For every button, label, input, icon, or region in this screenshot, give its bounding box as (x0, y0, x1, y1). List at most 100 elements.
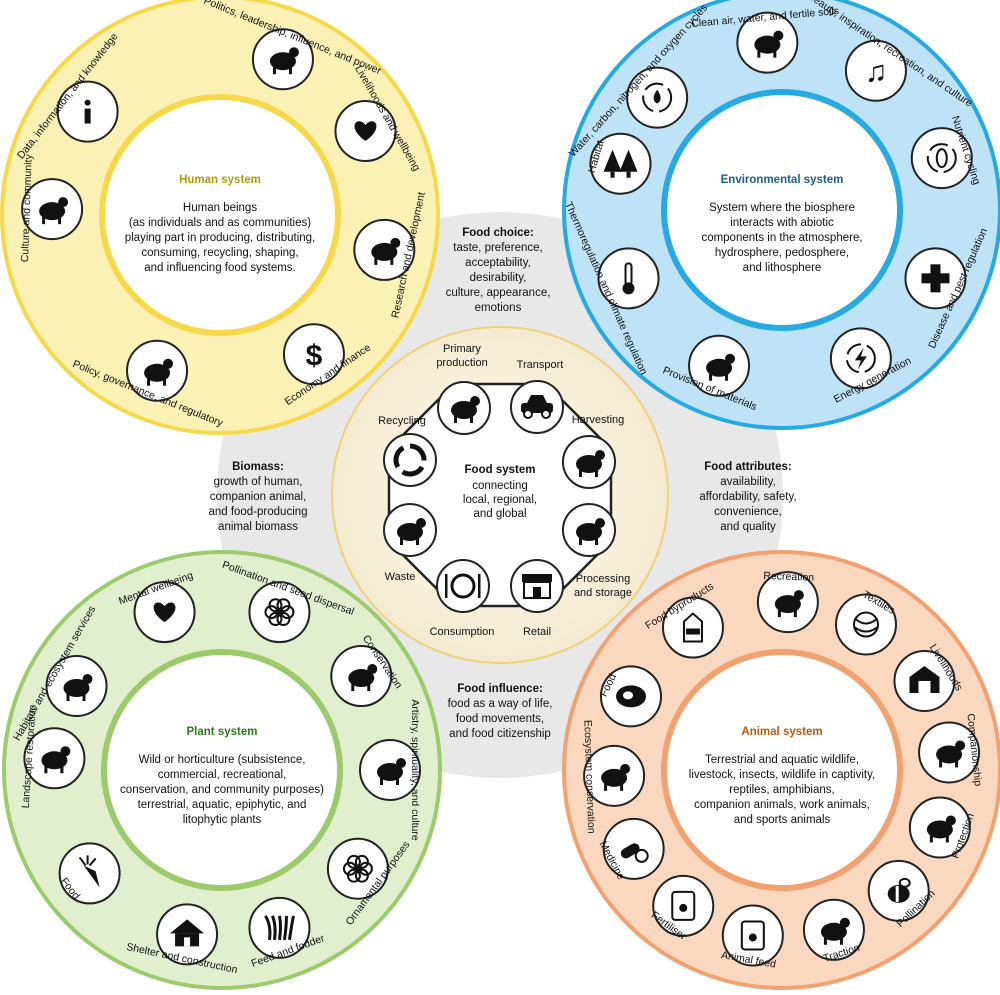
link-biomass-line: companion animal, (210, 491, 307, 503)
leaf-cycle-icon (926, 143, 957, 174)
forklift-icon (576, 518, 605, 545)
handshake-icon (269, 47, 299, 75)
animal-item-label: Recreation (763, 570, 814, 584)
harvester-icon (576, 450, 605, 477)
leaf-icon (63, 674, 93, 701)
human-system-desc-line: Human beings (183, 202, 257, 214)
link-food_attributes-line: affordability, safety, (699, 491, 796, 503)
plant-item: Food (58, 842, 121, 905)
store-icon (522, 574, 552, 599)
seedling-hand-icon (348, 664, 378, 692)
food-system-title: Food system (465, 464, 536, 476)
env-system-desc-line: interacts with abiotic (730, 217, 834, 229)
human-item: Culture and community (19, 153, 84, 262)
plant-item: Mental wellbeing (117, 569, 196, 644)
fertiliser-bag-icon (671, 890, 696, 921)
env-system-desc-line: System where the biosphere (709, 202, 855, 214)
animal-item: Food (598, 665, 663, 728)
human-system-desc-line: and influencing food systems. (144, 262, 296, 274)
community-icon (39, 197, 69, 225)
env-item: Habitat (586, 132, 652, 195)
plant-item: Landscape restoration (20, 704, 86, 809)
meat-icon (616, 685, 647, 708)
food-stage: Primary production (436, 343, 491, 435)
car-icon (521, 395, 553, 419)
animal-item: Companionship (918, 713, 984, 787)
link-food_influence-line: and food citizenship (449, 728, 551, 740)
guard-dog-icon (926, 815, 956, 843)
link-biomass-line: growth of human, (214, 476, 303, 488)
food-stage: Consumption (430, 559, 495, 638)
link-food_attributes-line: availability, (720, 476, 775, 488)
item-badge (282, 323, 345, 386)
sprout-icon (754, 30, 784, 58)
food-stage-label: Processing (576, 573, 630, 585)
microscope-icon (371, 237, 401, 265)
animal-system-center (661, 649, 903, 891)
animal-item: Medicine (597, 817, 665, 882)
animal-item: Ecosystem conservation (581, 720, 646, 834)
link-food_choice-line: culture, appearance, (446, 287, 551, 299)
lightning-icon (845, 343, 876, 374)
food-system-desc-line: and global (473, 508, 526, 520)
info-icon (84, 99, 91, 124)
horse-icon (774, 590, 804, 618)
planting-person-icon (41, 746, 71, 774)
plant-system-desc-line: terrestrial, aquatic, epiphytic, and (138, 799, 307, 811)
recycle-icon (393, 443, 427, 477)
flowers-icon (264, 598, 295, 627)
link-food_attributes-title: Food attributes: (704, 461, 792, 473)
food-system-desc-line: local, regional, (463, 494, 537, 506)
link-food_attributes-line: convenience, (714, 506, 782, 518)
link-food_influence-line: food movements, (456, 713, 544, 725)
waste-truck-icon (397, 518, 426, 545)
barn-icon (909, 665, 940, 693)
food-stage-label: production (436, 357, 487, 369)
animal-system-desc-line: livestock, insects, wildlife in captivit… (689, 769, 875, 781)
plant-system-desc-line: conservation, and community purposes) (120, 784, 324, 796)
wood-icon (706, 353, 736, 381)
stage-badge (383, 433, 437, 487)
food-system-desc-line: connecting (472, 480, 528, 492)
food-stage-label: and storage (574, 587, 632, 599)
human-system-desc-line: (as individuals and as communities) (129, 217, 311, 229)
dog-icon (936, 740, 966, 768)
medical-cross-icon (921, 264, 950, 293)
yarn-icon (853, 611, 879, 638)
item-badge (844, 39, 907, 102)
food-stage-label: Recycling (378, 415, 426, 427)
food-stage: Transport (510, 359, 564, 434)
item-badge (589, 132, 652, 195)
music-note-icon: ♫ (865, 56, 888, 89)
carrot-icon (78, 855, 100, 888)
human-system-desc-line: consuming, recycling, shaping, (141, 247, 298, 259)
food-system (331, 326, 669, 664)
water-cycle-icon (642, 82, 673, 113)
animal-item: Animal feed (720, 904, 784, 971)
env-system-desc-line: hydrosphere, pedosphere, (715, 247, 849, 259)
link-food_choice-line: taste, preference, (453, 242, 543, 254)
link-food_influence-line: food as a way of life, (448, 698, 553, 710)
food-stage-label: Primary (443, 343, 481, 355)
animal-item: Protection (908, 796, 977, 860)
food-stage-label: Consumption (430, 626, 495, 638)
animal-system-desc-line: and sports animals (734, 814, 831, 826)
link-food_choice-line: acceptability, (465, 257, 531, 269)
plant-item-label: Artistry, spirituality, and culture (409, 699, 421, 841)
grass-icon (264, 915, 295, 941)
env-system-title: Environmental system (721, 174, 844, 186)
plate-cutlery-icon (445, 573, 481, 599)
pill-icon (620, 843, 649, 863)
plant-system-desc-line: litophytic plants (183, 814, 262, 826)
plant-system-desc-line: Wild or horticulture (subsistence, (139, 754, 306, 766)
animal-system-desc-line: companion animals, work animals, (694, 799, 870, 811)
dollar-icon: $ (306, 339, 323, 372)
animal-item-label: Ecosystem conservation (581, 720, 597, 834)
svg-text:$: $ (306, 339, 323, 372)
animal-system-desc-line: Terrestrial and aquatic wildlife, (705, 754, 859, 766)
bee-icon (887, 877, 911, 903)
food-stage-label: Waste (385, 571, 416, 583)
food-stage-label: Retail (523, 626, 551, 638)
